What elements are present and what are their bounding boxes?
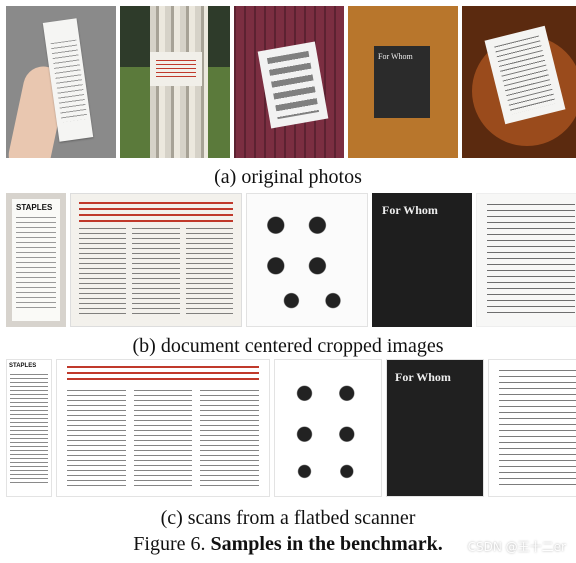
scans-row (6, 359, 576, 497)
figure-label: Figure 6. (133, 533, 206, 555)
caption-scans: (c) scans from a flatbed scanner (160, 507, 416, 529)
scanned-flyer-image (56, 359, 270, 497)
original-photo-tree-flyer (120, 6, 230, 158)
cropped-book-image (372, 193, 472, 327)
cropped-images-row (6, 193, 576, 327)
original-photo-book (348, 6, 458, 158)
caption-cropped-images: (b) document centered cropped images (132, 335, 444, 357)
original-photo-receipt (6, 6, 116, 158)
original-photos-row (6, 6, 576, 158)
scanned-catalog-image (274, 359, 382, 497)
watermark-text: CSDN @王十二er (467, 540, 566, 554)
original-photo-guitar-sheet (462, 6, 576, 158)
caption-original-photos: (a) original photos (214, 166, 362, 188)
scanned-book-image (386, 359, 484, 497)
figure-caption-text: Samples in the benchmark. (210, 533, 443, 555)
cropped-sheet-music-image (476, 193, 576, 327)
cropped-receipt-image (6, 193, 66, 327)
cropped-catalog-image (246, 193, 368, 327)
scanned-sheet-music-image (488, 359, 576, 497)
scanned-receipt-image (6, 359, 52, 497)
original-photo-chair-catalog (234, 6, 344, 158)
cropped-flyer-image (70, 193, 242, 327)
figure-title: Figure 6. Samples in the benchmark. (0, 533, 576, 555)
